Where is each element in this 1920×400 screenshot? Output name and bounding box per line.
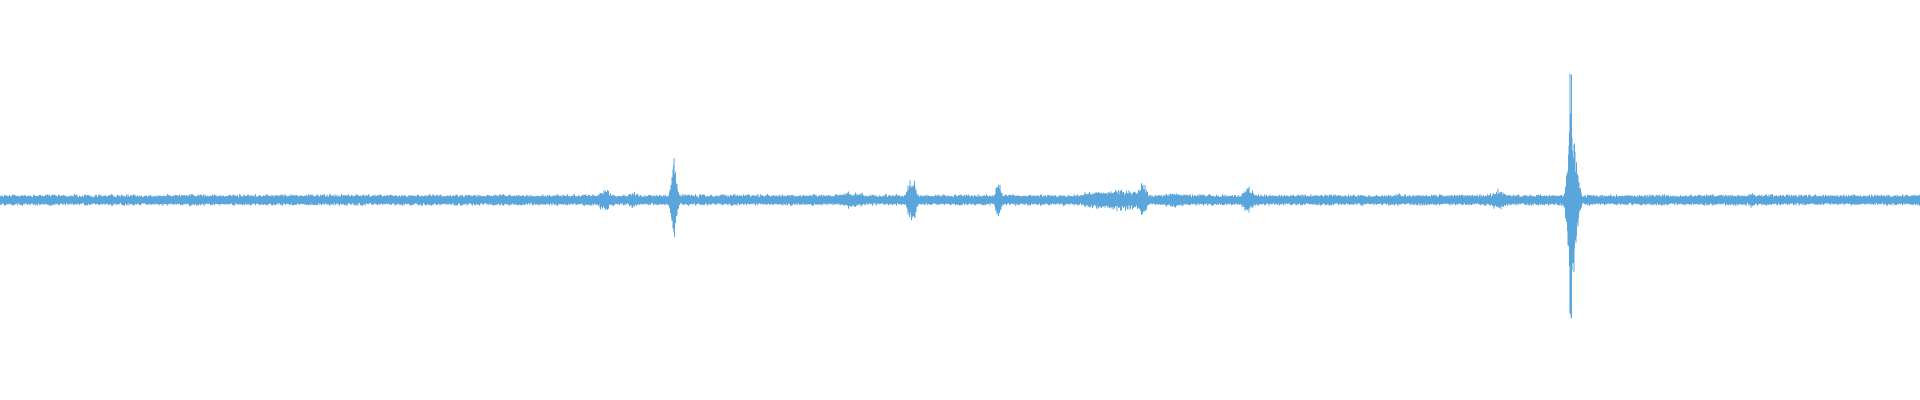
waveform-trace [0,73,1920,319]
